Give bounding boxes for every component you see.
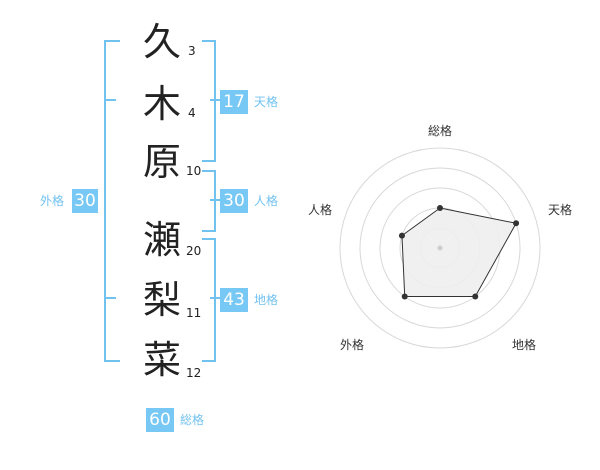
tenkaku-badge: 17 — [220, 90, 248, 114]
name-char-2: 木 — [142, 82, 181, 126]
chikaku-badge: 43 — [220, 288, 248, 312]
gaikaku-badge: 30 — [72, 189, 98, 213]
radar-ring — [339, 147, 541, 349]
radar-axis-label: 地格 — [512, 338, 537, 352]
radar-point — [398, 232, 405, 239]
radar-axis-label: 総格 — [428, 124, 453, 138]
radar-point — [513, 220, 520, 227]
name-char-3: 原 — [142, 140, 181, 184]
stroke-count-4: 20 — [186, 244, 202, 258]
name-char-4: 瀬 — [142, 218, 181, 262]
tenkaku-label: 天格 — [254, 95, 279, 109]
radar-polygon — [401, 207, 517, 298]
chikaku-label: 地格 — [254, 293, 279, 307]
stroke-count-6: 12 — [186, 366, 202, 380]
stroke-count-1: 3 — [188, 44, 196, 58]
jinkaku-bracket-tick — [210, 199, 222, 201]
chikaku-bracket-tick — [210, 297, 222, 299]
radar-center — [437, 245, 443, 251]
name-char-5: 梨 — [142, 278, 181, 322]
radar-point — [401, 293, 408, 300]
stroke-count-5: 11 — [186, 306, 202, 320]
tenkaku-bracket-tick — [210, 99, 222, 101]
radar-axis-label: 天格 — [548, 203, 573, 217]
radar-axis-label: 外格 — [340, 338, 365, 352]
name-char-1: 久 — [142, 20, 181, 64]
soukaku-badge: 60 — [146, 408, 174, 432]
jinkaku-bracket — [202, 170, 216, 232]
gaikaku-bracket-tick — [104, 297, 116, 299]
radar-ring — [359, 167, 521, 329]
jinkaku-badge: 30 — [220, 189, 248, 213]
stroke-count-3: 10 — [186, 164, 202, 178]
radar-point — [437, 205, 443, 211]
gaikaku-bracket-tick — [104, 99, 116, 101]
jinkaku-label: 人格 — [254, 194, 279, 208]
radar-axis-label: 人格 — [308, 203, 333, 217]
gaikaku-label: 外格 — [40, 194, 65, 208]
name-char-6: 菜 — [142, 338, 181, 382]
gaikaku-bracket — [104, 40, 120, 362]
soukaku-label: 総格 — [180, 413, 205, 427]
tenkaku-bracket — [202, 40, 216, 162]
stroke-count-2: 4 — [188, 106, 196, 120]
radar-point — [472, 293, 479, 300]
chikaku-bracket — [202, 238, 216, 362]
